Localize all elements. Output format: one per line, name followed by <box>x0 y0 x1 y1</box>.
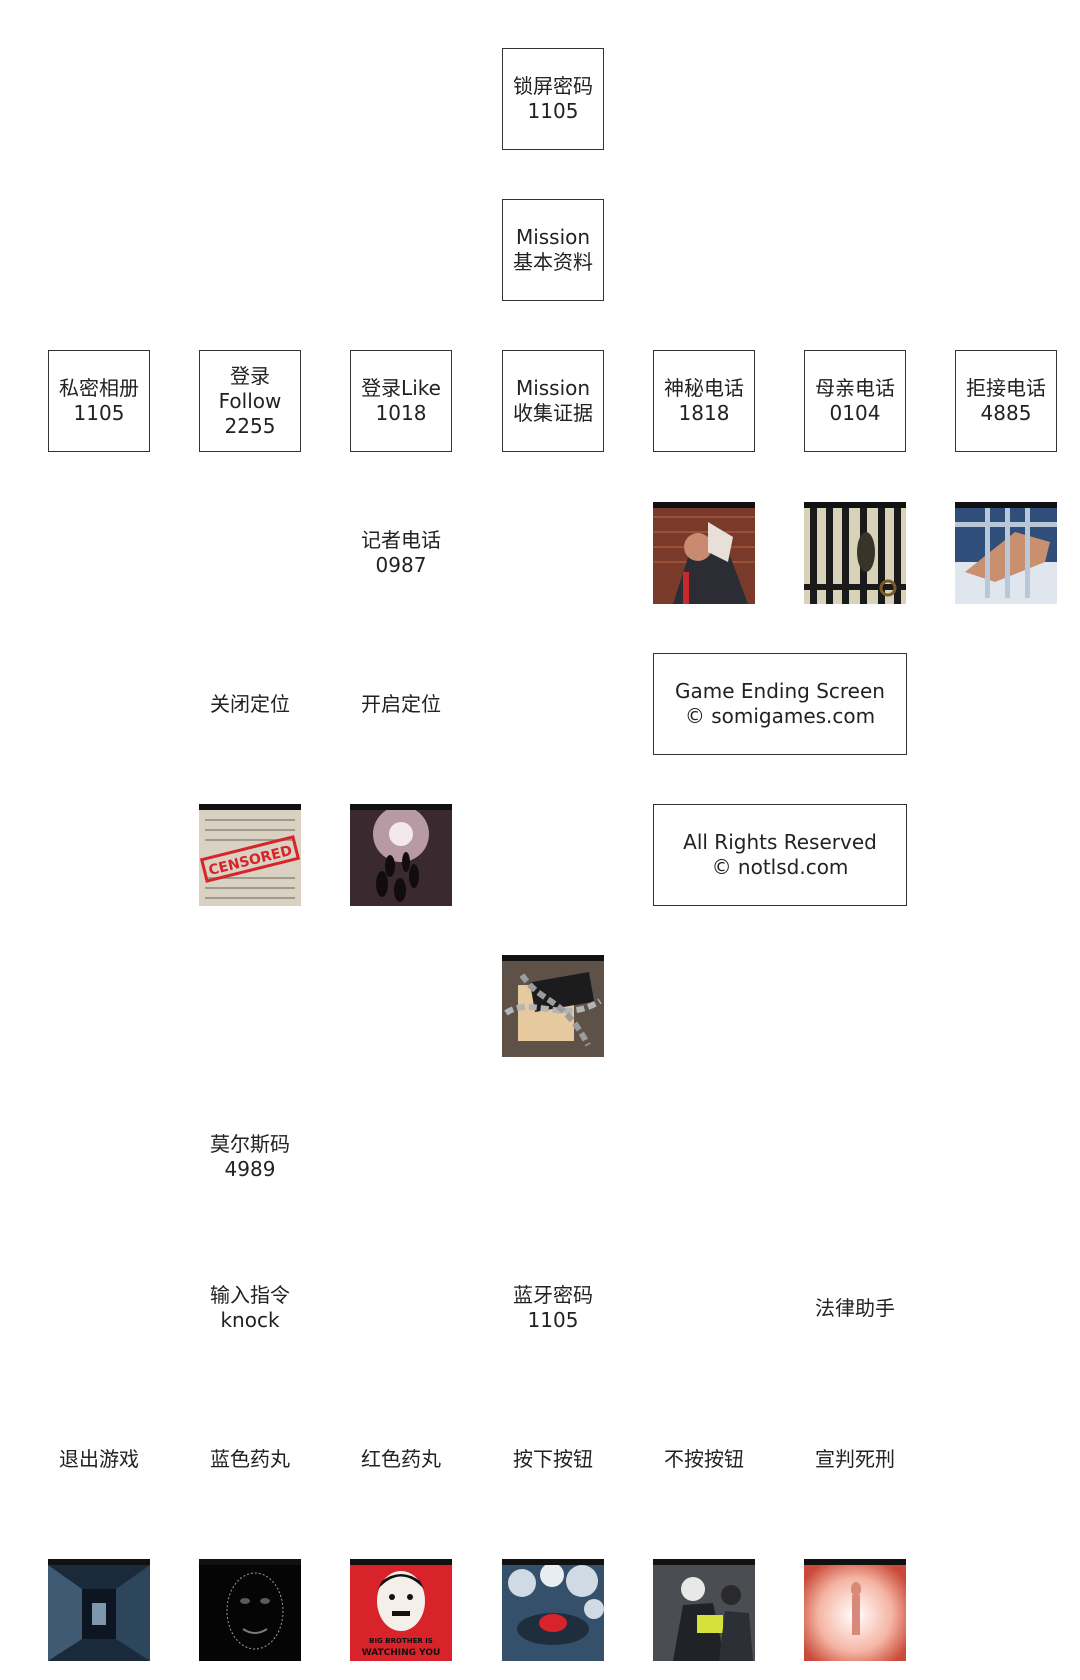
node-label: 蓝牙密码 <box>513 1283 593 1307</box>
legal-assistant-node[interactable]: 法律助手 <box>804 1257 906 1359</box>
mother-call-ending-thumbnail[interactable] <box>804 502 906 604</box>
node-label: 登录Like <box>361 376 441 400</box>
bluetooth-password-node[interactable]: 蓝牙密码 1105 <box>502 1257 604 1359</box>
node-code: knock <box>220 1308 280 1332</box>
node-label: 拒接电话 <box>966 376 1046 400</box>
location-off-node[interactable]: 关闭定位 <box>199 653 301 755</box>
mystery-call-ending-thumbnail[interactable] <box>653 502 755 604</box>
node-code: 1818 <box>678 401 730 425</box>
mission-basic-info-node[interactable]: Mission 基本资料 <box>502 199 604 301</box>
node-label: 私密相册 <box>59 376 139 400</box>
corridor-image <box>48 1559 150 1661</box>
poster-line-1: BIG BROTHER IS <box>369 1637 433 1645</box>
node-label: 输入指令 <box>210 1283 290 1307</box>
death-sentence-ending-thumbnail[interactable] <box>804 1559 906 1661</box>
node-label: 关闭定位 <box>210 691 290 716</box>
node-label: Mission <box>515 225 591 249</box>
input-command-node[interactable]: 输入指令 knock <box>199 1257 301 1359</box>
riot-police-image <box>653 1559 755 1661</box>
running-figures-image <box>350 804 452 906</box>
node-label: Follow <box>218 388 282 413</box>
red-pill-ending-thumbnail[interactable]: BIG BROTHER IS WATCHING YOU <box>350 1559 452 1661</box>
node-code: 0104 <box>829 401 881 425</box>
press-button-ending-thumbnail[interactable] <box>502 1559 604 1661</box>
mission-collect-evidence-node[interactable]: Mission 收集证据 <box>502 350 604 452</box>
big-brother-poster-image: BIG BROTHER IS WATCHING YOU <box>350 1559 452 1661</box>
credit-link: © notlsd.com <box>711 855 849 879</box>
private-album-node[interactable]: 私密相册 1105 <box>48 350 150 452</box>
node-label: Mission <box>515 376 591 400</box>
blue-pill-node[interactable]: 蓝色药丸 <box>199 1408 301 1510</box>
node-label: 不按按钮 <box>664 1446 744 1471</box>
text-face-image <box>199 1559 301 1661</box>
node-code: 1018 <box>375 401 427 425</box>
location-off-ending-thumbnail[interactable]: CENSORED <box>199 804 301 906</box>
location-on-node[interactable]: 开启定位 <box>350 653 452 755</box>
red-pill-node[interactable]: 红色药丸 <box>350 1408 452 1510</box>
chained-phone-image <box>502 955 604 1057</box>
reject-call-node[interactable]: 拒接电话 4885 <box>955 350 1057 452</box>
do-not-press-node[interactable]: 不按按钮 <box>653 1408 755 1510</box>
node-label: 记者电话 <box>361 528 441 552</box>
hand-through-bars-image <box>955 502 1057 604</box>
mystery-call-scene-image <box>653 502 755 604</box>
node-code: 4989 <box>224 1157 276 1181</box>
credit-title: All Rights Reserved <box>683 830 877 854</box>
node-label: 锁屏密码 <box>513 74 593 98</box>
node-label: 开启定位 <box>361 691 441 716</box>
node-code: 4885 <box>980 401 1032 425</box>
blue-pill-ending-thumbnail[interactable] <box>199 1559 301 1661</box>
login-like-node[interactable]: 登录Like 1018 <box>350 350 452 452</box>
node-label: 母亲电话 <box>815 376 895 400</box>
login-follow-node[interactable]: 登录 Follow 2255 <box>199 350 301 452</box>
credit-link: © somigames.com <box>684 704 876 728</box>
node-code: 1105 <box>73 401 125 425</box>
node-label: 神秘电话 <box>664 376 744 400</box>
node-label: 红色药丸 <box>361 1446 441 1471</box>
node-code: 1105 <box>527 99 579 123</box>
censored-newspaper-image: CENSORED <box>199 804 301 906</box>
node-label: 宣判死刑 <box>815 1446 895 1471</box>
quit-game-node[interactable]: 退出游戏 <box>48 1408 150 1510</box>
location-on-ending-thumbnail[interactable] <box>350 804 452 906</box>
node-label: 法律助手 <box>815 1295 895 1320</box>
node-label: 基本资料 <box>513 250 593 274</box>
morse-code-node[interactable]: 莫尔斯码 4989 <box>199 1106 301 1208</box>
node-label: 莫尔斯码 <box>210 1132 290 1156</box>
node-label: 收集证据 <box>513 401 593 425</box>
reject-call-ending-thumbnail[interactable] <box>955 502 1057 604</box>
node-code: 0987 <box>375 553 427 577</box>
button-explosion-image <box>502 1559 604 1661</box>
poster-line-2: WATCHING YOU <box>362 1648 441 1658</box>
reporter-call-node[interactable]: 记者电话 0987 <box>350 502 452 604</box>
node-label: 按下按钮 <box>513 1446 593 1471</box>
mother-call-node[interactable]: 母亲电话 0104 <box>804 350 906 452</box>
prison-bars-image <box>804 502 906 604</box>
node-label: 蓝色药丸 <box>210 1446 290 1471</box>
game-ending-screen-box: Game Ending Screen © somigames.com <box>653 653 907 755</box>
all-rights-reserved-box: All Rights Reserved © notlsd.com <box>653 804 907 906</box>
node-code: 2255 <box>224 413 276 438</box>
mission-collect-ending-thumbnail[interactable] <box>502 955 604 1057</box>
light-figure-image <box>804 1559 906 1661</box>
node-label: 登录 <box>230 363 270 388</box>
node-label: 退出游戏 <box>59 1446 139 1471</box>
node-code: 1105 <box>527 1308 579 1332</box>
death-sentence-node[interactable]: 宣判死刑 <box>804 1408 906 1510</box>
lock-screen-password-node[interactable]: 锁屏密码 1105 <box>502 48 604 150</box>
do-not-press-ending-thumbnail[interactable] <box>653 1559 755 1661</box>
press-button-node[interactable]: 按下按钮 <box>502 1408 604 1510</box>
credit-title: Game Ending Screen <box>675 679 885 703</box>
quit-game-ending-thumbnail[interactable] <box>48 1559 150 1661</box>
mystery-call-node[interactable]: 神秘电话 1818 <box>653 350 755 452</box>
